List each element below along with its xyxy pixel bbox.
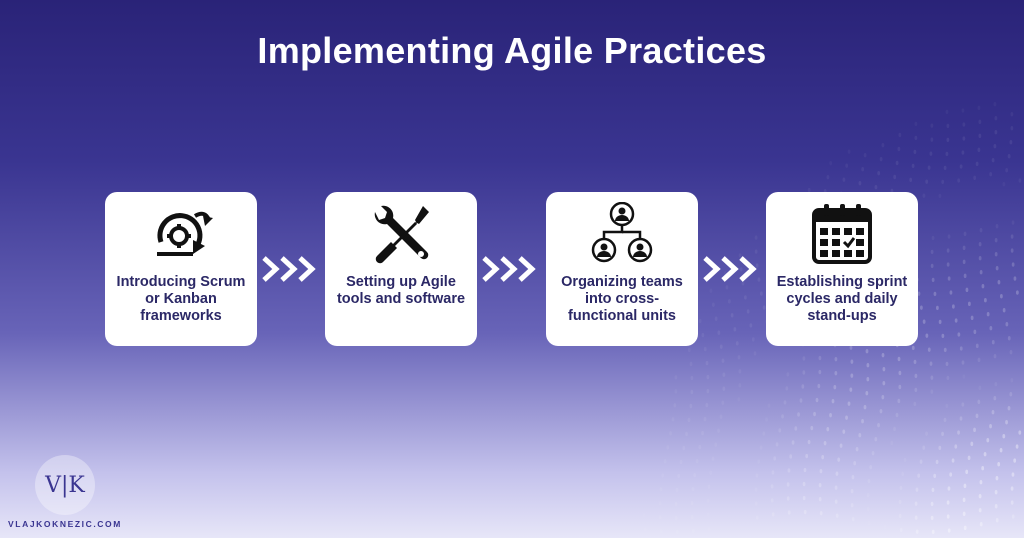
brand-logo: V|K xyxy=(35,455,95,515)
agile-cycle-gear-icon xyxy=(149,202,213,266)
calendar-check-icon xyxy=(810,202,874,266)
step-card-3: Organizing teams into cross-functional u… xyxy=(546,192,698,346)
team-hierarchy-icon xyxy=(590,202,654,266)
step-label: Organizing teams into cross-functional u… xyxy=(561,274,683,324)
step-label: Setting up Agile tools and software xyxy=(336,274,466,307)
triple-chevron-right-icon xyxy=(262,256,316,282)
brand-url: VLAJKOKNEZIC.COM xyxy=(8,519,122,529)
step-label: Establishing sprint cycles and daily sta… xyxy=(776,274,908,324)
triple-chevron-right-icon xyxy=(482,256,536,282)
step-card-4: Establishing sprint cycles and daily sta… xyxy=(766,192,918,346)
wrench-screwdriver-icon xyxy=(369,202,433,266)
step-label: Introducing Scrum or Kanban frameworks xyxy=(116,274,246,324)
step-card-1: Introducing Scrum or Kanban frameworks xyxy=(105,192,257,346)
triple-chevron-right-icon xyxy=(703,256,757,282)
step-card-2: Setting up Agile tools and software xyxy=(325,192,477,346)
page-title: Implementing Agile Practices xyxy=(257,30,767,71)
